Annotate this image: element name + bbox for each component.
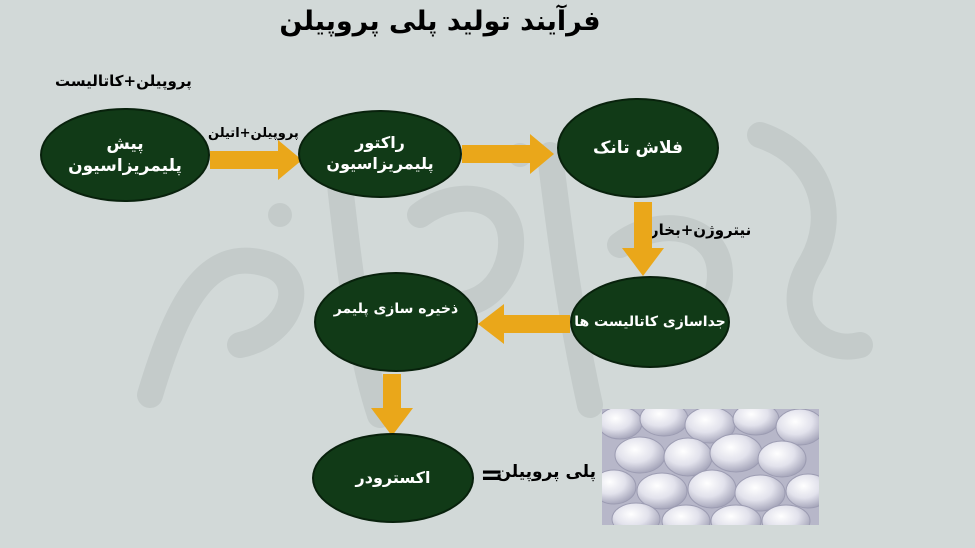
- arrow3-label: نیتروژن+بخار: [650, 221, 752, 239]
- feed-label: پروپیلن+کاتالیست: [55, 72, 192, 90]
- polypropylene-pellets-image: [602, 409, 819, 525]
- node-prepolymerization-label: پیش پلیمریزاسیون: [68, 133, 182, 176]
- product-label: پلی پروپیلن: [496, 462, 596, 482]
- node-polymerization-reactor-label: راکتور پلیمریزاسیون: [326, 133, 434, 173]
- watermark-calligraphy: [137, 122, 873, 428]
- node-polymerization-reactor: راکتور پلیمریزاسیون: [298, 110, 462, 198]
- arrow-prepoly-to-reactor: [210, 140, 302, 180]
- node-prepolymerization: پیش پلیمریزاسیون: [40, 108, 210, 202]
- node-flash-tank-label: فلاش تانک: [593, 137, 683, 158]
- node-flash-tank: فلاش تانک: [557, 98, 719, 198]
- arrow-storage-to-extruder: [371, 374, 413, 436]
- arrow-flash-to-separation: [622, 202, 664, 276]
- node-extruder-label: اکسترودر: [355, 467, 431, 487]
- arrow1-label: پروپیلن+اتیلن: [208, 126, 299, 141]
- node-polymer-storage: ذخیره سازی پلیمر: [314, 272, 478, 372]
- node-polymer-storage-label: ذخیره سازی پلیمر: [333, 301, 459, 317]
- node-catalyst-separation: جداسازی کاتالیست ها: [570, 276, 730, 368]
- node-catalyst-separation-label: جداسازی کاتالیست ها: [574, 313, 726, 330]
- page-title: فرآیند تولید پلی پروپیلن: [279, 6, 601, 37]
- node-extruder: اکسترودر: [312, 433, 474, 523]
- arrow-reactor-to-flash: [462, 134, 554, 174]
- arrow-separation-to-storage: [478, 304, 570, 344]
- equals-sign: =: [480, 458, 504, 491]
